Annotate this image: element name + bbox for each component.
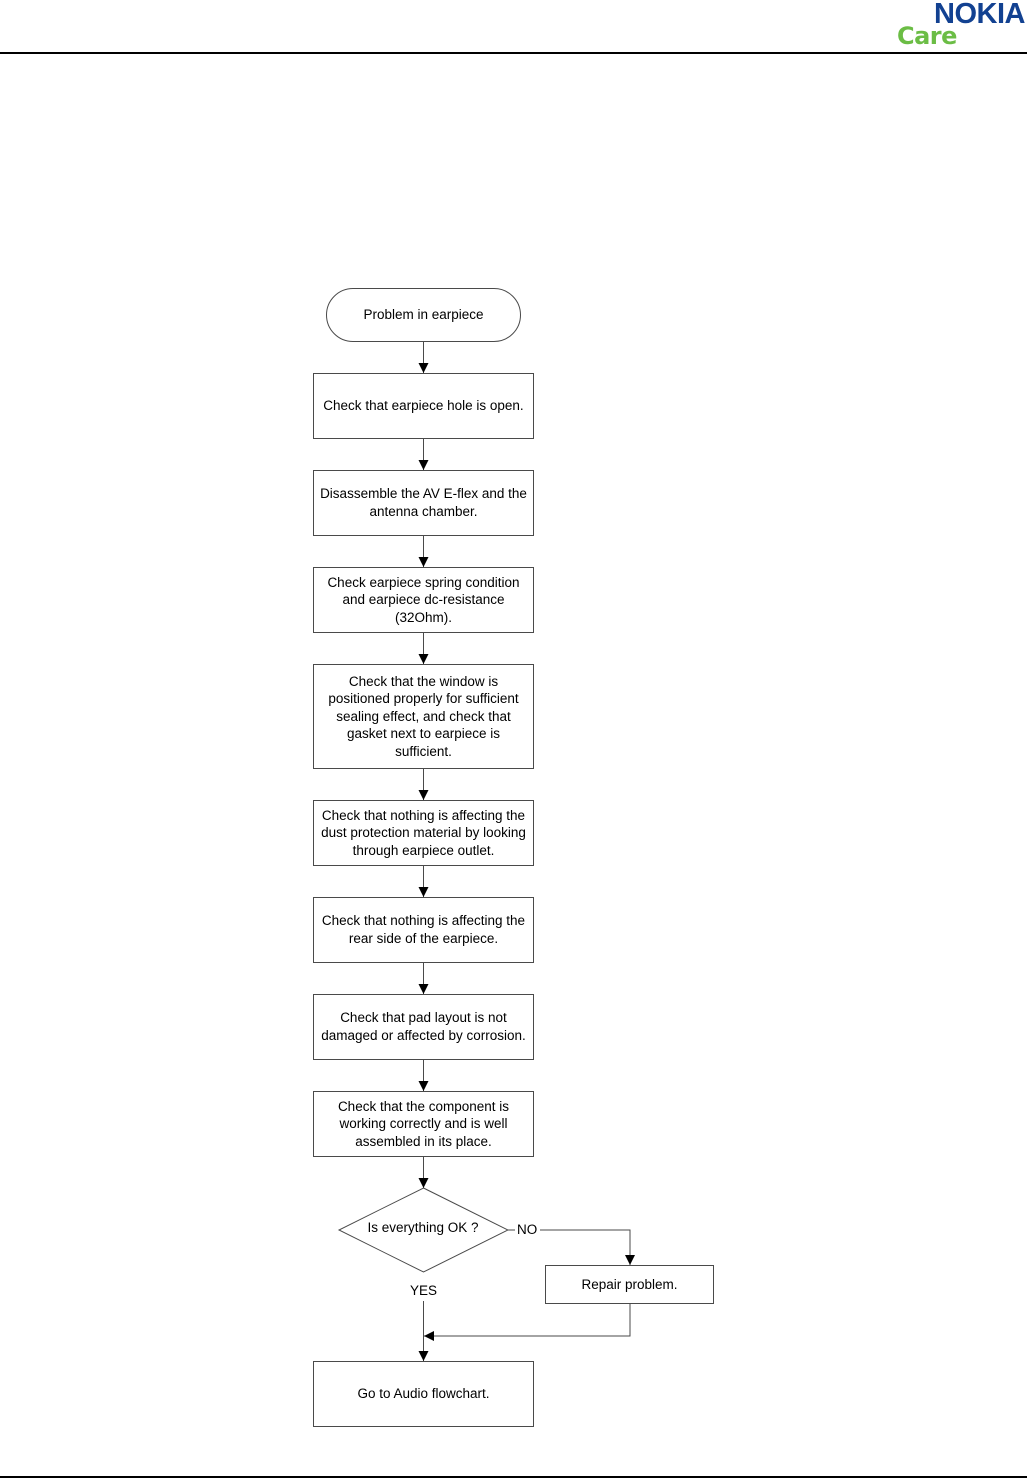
- decision-label: Is everything OK ?: [367, 1220, 479, 1235]
- step-check-window-gasket: Check that the window is positioned prop…: [313, 664, 534, 769]
- yes-label: YES: [410, 1283, 438, 1298]
- step-check-dust-protection: Check that nothing is affecting the dust…: [313, 800, 534, 866]
- header-divider: [0, 52, 1027, 54]
- connector-repair-to-merge: [424, 1303, 631, 1341]
- connector-no-to-repair: [540, 1229, 635, 1265]
- no-label: NO: [517, 1222, 538, 1237]
- end-go-to-audio-flowchart: Go to Audio flowchart.: [313, 1361, 534, 1427]
- logo-brand-text: NOKIA: [934, 0, 1025, 30]
- step-check-pad-layout: Check that pad layout is not damaged or …: [313, 994, 534, 1060]
- step-check-rear-side: Check that nothing is affecting the rear…: [313, 897, 534, 963]
- footer-divider: [0, 1476, 1027, 1478]
- step-disassemble-av-eflex: Disassemble the AV E-flex and the antenn…: [313, 470, 534, 536]
- logo-care-text: Care: [897, 22, 957, 50]
- repair-problem-box: Repair problem.: [545, 1265, 714, 1304]
- step-check-spring-resistance: Check earpiece spring condition and earp…: [313, 567, 534, 633]
- nokia-care-logo: NOKIA Care: [895, 0, 1027, 52]
- step-check-earpiece-hole: Check that earpiece hole is open.: [313, 373, 534, 439]
- decision-diamond: [337, 1187, 510, 1273]
- step-check-component: Check that the component is working corr…: [313, 1091, 534, 1157]
- start-terminal: Problem in earpiece: [326, 288, 521, 342]
